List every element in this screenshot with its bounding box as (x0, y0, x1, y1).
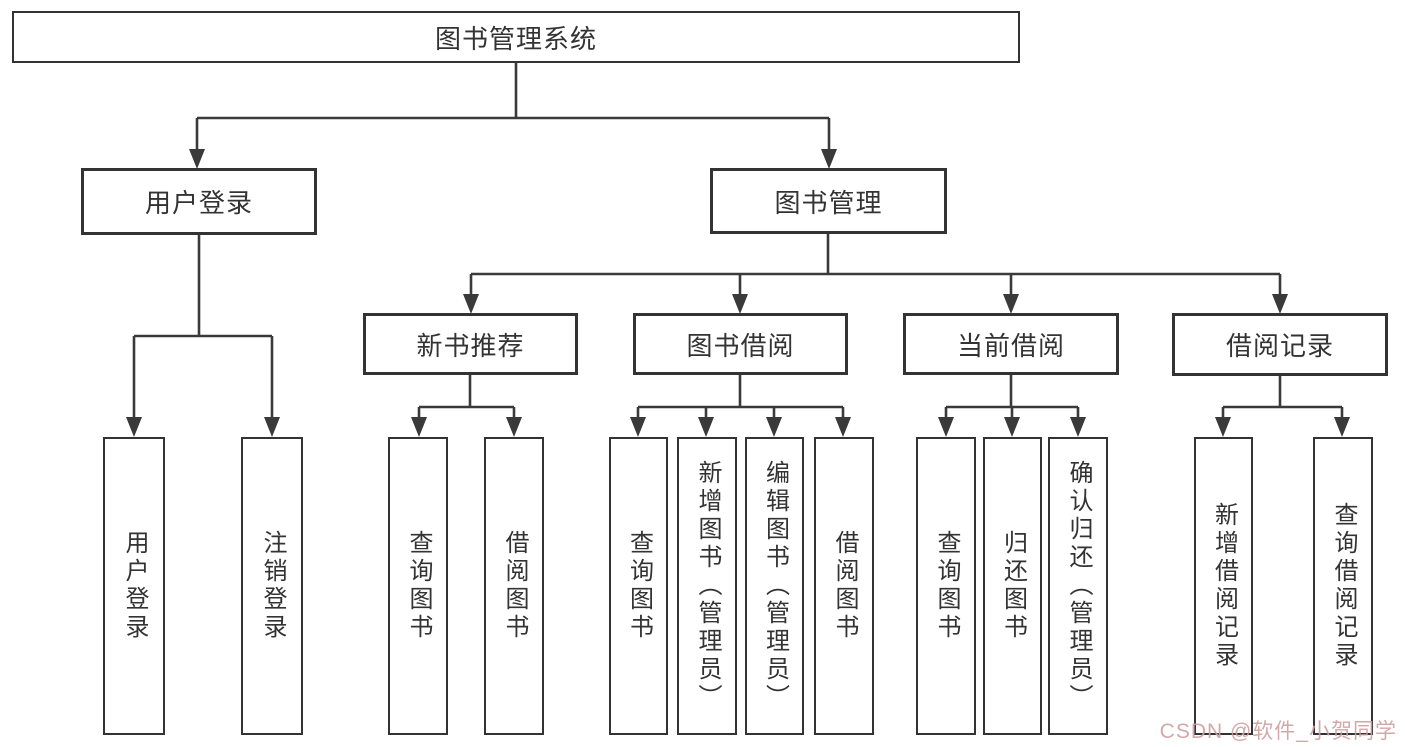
node-user-login: 用户登录 (81, 168, 317, 235)
node-label: 用户登录 (121, 530, 148, 642)
csdn-watermark: CSDN @软件_小贺同学 (1159, 720, 1397, 743)
leaf-borrowing-borrow-books: 借阅图书 (814, 437, 874, 735)
node-label: 归还图书 (999, 530, 1027, 642)
leaf-borrowing-add-books-admin: 新增图书（管理员） (677, 437, 737, 735)
node-label: 确认归还（管理员） (1065, 460, 1092, 712)
node-book-borrowing: 图书借阅 (633, 313, 848, 375)
leaf-current-query-books: 查询图书 (916, 437, 976, 735)
leaf-newbook-borrow-books: 借阅图书 (484, 437, 544, 735)
node-label: 查询图书 (625, 530, 653, 642)
node-label: 查询借阅记录 (1330, 502, 1357, 670)
node-label: 图书借阅 (686, 330, 795, 361)
leaf-current-confirm-return-admin: 确认归还（管理员） (1048, 437, 1108, 735)
node-label: 图书管理 (774, 187, 883, 218)
node-label: 新增图书（管理员） (694, 460, 721, 712)
node-label: 图书管理系统 (434, 23, 597, 54)
leaf-records-query-borrow-record: 查询借阅记录 (1313, 437, 1373, 735)
node-label: 借阅图书 (831, 530, 858, 642)
node-current-borrowing: 当前借阅 (903, 313, 1119, 375)
leaf-current-return-books: 归还图书 (983, 437, 1042, 735)
node-label: 查询图书 (933, 530, 960, 642)
node-label: 新增借阅记录 (1210, 502, 1238, 670)
node-label: 编辑图书（管理员） (761, 460, 789, 712)
node-label: 当前借阅 (956, 330, 1065, 361)
node-new-book-recommendation: 新书推荐 (363, 313, 578, 375)
leaf-records-add-borrow-record: 新增借阅记录 (1194, 437, 1253, 735)
node-library-management-system: 图书管理系统 (12, 11, 1020, 63)
node-label: 查询图书 (405, 530, 432, 642)
leaf-borrowing-query-books: 查询图书 (609, 437, 668, 735)
leaf-borrowing-edit-books-admin: 编辑图书（管理员） (745, 437, 804, 735)
node-label: 借阅图书 (501, 530, 528, 642)
node-label: 新书推荐 (416, 330, 525, 361)
leaf-user-login: 用户登录 (103, 437, 165, 735)
leaf-logout-login: 注销登录 (241, 437, 303, 735)
node-label: 借阅记录 (1225, 331, 1334, 361)
leaf-newbook-query-books: 查询图书 (388, 437, 448, 735)
node-label: 用户登录 (144, 188, 253, 218)
node-book-management: 图书管理 (710, 168, 947, 234)
node-borrowing-records: 借阅记录 (1172, 313, 1388, 376)
node-label: 注销登录 (259, 530, 286, 642)
